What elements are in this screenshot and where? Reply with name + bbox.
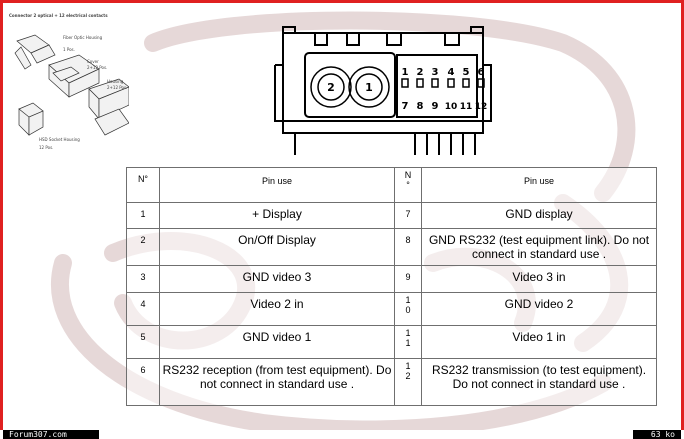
exploded-connector-drawing: Connector 2 optical + 12 electrical cont… (9, 13, 130, 153)
footer-size-label: 63 ko (633, 430, 681, 439)
row-6-num: 6 (126, 358, 160, 406)
row-4-num: 4 (126, 292, 160, 326)
row-4-use: Video 2 in (159, 292, 395, 326)
connector-face-drawing: 2 1 1 2 3 4 5 6 7 8 9 10 11 12 (274, 26, 492, 155)
pin-label-6: 6 (478, 67, 485, 78)
table-row: 5 GND video 1 1 1 Video 1 in (126, 325, 657, 359)
label-12-pos: 12 Pos. (39, 145, 54, 150)
row-6-use-right: RS232 transmission (to test equipment). … (421, 358, 657, 406)
pin-assignment-table: N° Pin use N ° Pin use 1 + Display 7 GND… (126, 167, 657, 406)
row-5-num-right: 1 1 (394, 325, 422, 359)
footer-site-label: Forum307.com (3, 430, 99, 439)
header-use-left: Pin use (159, 167, 395, 203)
pin-label-9: 9 (432, 101, 439, 112)
row-1-use-right: GND display (421, 202, 657, 229)
row-5-num: 5 (126, 325, 160, 359)
row-3-num-right: 9 (394, 265, 422, 293)
table-row: 1 + Display 7 GND display (126, 202, 657, 229)
table-header-row: N° Pin use N ° Pin use (126, 167, 657, 203)
pin-label-12: 12 (475, 102, 488, 112)
row-2-use-right: GND RS232 (test equipment link). Do not … (421, 228, 657, 266)
pin-label-2: 2 (417, 67, 424, 78)
optical-label-2: 2 (327, 81, 335, 94)
row-1-num: 1 (126, 202, 160, 229)
header-num-left: N° (126, 167, 160, 203)
row-2-num: 2 (126, 228, 160, 266)
label-1-pos: 1 Pos. (63, 47, 75, 52)
table-row: 2 On/Off Display 8 GND RS232 (test equip… (126, 228, 657, 266)
row-6-num-right: 1 2 (394, 358, 422, 406)
row-3-use-right: Video 3 in (421, 265, 657, 293)
header-num-right: N ° (394, 167, 422, 203)
optical-label-1: 1 (365, 81, 373, 94)
row-4-use-right: GND video 2 (421, 292, 657, 326)
row-2-num-right: 8 (394, 228, 422, 266)
pin-label-11: 11 (460, 102, 473, 112)
pin-label-10: 10 (445, 102, 458, 112)
label-cover: Cover (87, 59, 99, 64)
pin-label-5: 5 (463, 67, 470, 78)
label-fiber-optic: Fiber Optic Housing (63, 35, 103, 40)
pin-label-7: 7 (402, 101, 409, 112)
label-housing: Housing (107, 79, 124, 84)
row-2-use: On/Off Display (159, 228, 395, 266)
pin-label-8: 8 (417, 101, 424, 112)
exploded-view-svg (14, 34, 130, 136)
pin-label-4: 4 (448, 67, 455, 78)
exploded-title: Connector 2 optical + 12 electrical cont… (9, 13, 108, 18)
label-hsd-socket: HSD Socket Housing (39, 137, 80, 142)
pin-label-1: 1 (402, 67, 409, 78)
row-1-num-right: 7 (394, 202, 422, 229)
footer-bar (0, 430, 684, 439)
table-row: 4 Video 2 in 1 0 GND video 2 (126, 292, 657, 326)
pin-label-3: 3 (432, 67, 439, 78)
header-use-right: Pin use (421, 167, 657, 203)
row-5-use: GND video 1 (159, 325, 395, 359)
row-3-use: GND video 3 (159, 265, 395, 293)
row-6-use: RS232 reception (from test equipment). D… (159, 358, 395, 406)
row-3-num: 3 (126, 265, 160, 293)
row-1-use: + Display (159, 202, 395, 229)
label-2-12-pos-a: 2+12 Pos. (87, 65, 108, 70)
label-2-12-pos-b: 2+12 Pos. (107, 85, 128, 90)
table-row: 6 RS232 reception (from test equipment).… (126, 358, 657, 406)
table-row: 3 GND video 3 9 Video 3 in (126, 265, 657, 293)
row-4-num-right: 1 0 (394, 292, 422, 326)
row-5-use-right: Video 1 in (421, 325, 657, 359)
